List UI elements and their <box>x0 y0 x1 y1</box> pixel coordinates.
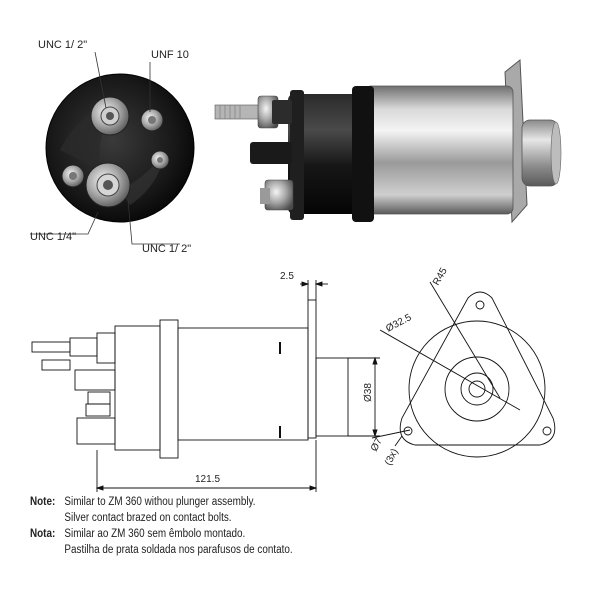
note-en-row-2: Silver contact brazed on contact bolts. <box>30 510 512 526</box>
dim-plunger-diameter: Ø38 <box>363 383 374 402</box>
note-pt-label: Nota: <box>30 528 56 540</box>
note-pt-line2: Pastilha de prata soldada nos parafusos … <box>64 544 293 556</box>
dim-plate-thickness: 2.5 <box>280 271 294 282</box>
dim-radius: R45 <box>431 266 450 288</box>
technical-side-view <box>31 280 380 492</box>
side-view-photo <box>214 58 562 224</box>
note-pt-line1: Similar ao ZM 360 sem êmbolo montado. <box>64 528 246 540</box>
notes-block: Note: Similar to ZM 360 withou plunger as… <box>30 494 512 558</box>
terminal-side-stud <box>150 150 170 170</box>
dim-bolt-circle: Ø32.5 <box>384 312 414 335</box>
end-view-photo <box>30 51 195 245</box>
dim-hole-diameter: Ø7 <box>369 436 385 453</box>
label-unc-top: UNC 1/ 2" <box>38 39 87 51</box>
terminal-quarter-stud <box>61 164 85 188</box>
stud-threads <box>219 105 241 119</box>
terminal-top-stud <box>90 96 130 136</box>
note-en-line1: Similar to ZM 360 withou plunger assembl… <box>64 496 256 508</box>
technical-front-view <box>371 281 556 458</box>
note-en-line2: Silver contact brazed on contact bolts. <box>64 512 232 524</box>
note-pt-row-2: Pastilha de prata soldada nos parafusos … <box>30 542 512 558</box>
note-en-row-1: Note: Similar to ZM 360 withou plunger as… <box>30 494 512 510</box>
dim-hole-count: (3x) <box>383 447 401 467</box>
note-pt-row-1: Nota: Similar ao ZM 360 sem êmbolo montad… <box>30 526 512 542</box>
note-en-label: Note: <box>30 496 56 508</box>
label-unf: UNF 10 <box>151 49 189 61</box>
dim-length: 121.5 <box>195 474 220 485</box>
terminal-unf-stud <box>140 108 164 132</box>
label-unc-bottom: UNC 1/ 2" <box>142 243 191 255</box>
terminal-bottom-stud <box>85 162 131 208</box>
label-unc-quarter: UNC 1/4" <box>30 231 76 243</box>
